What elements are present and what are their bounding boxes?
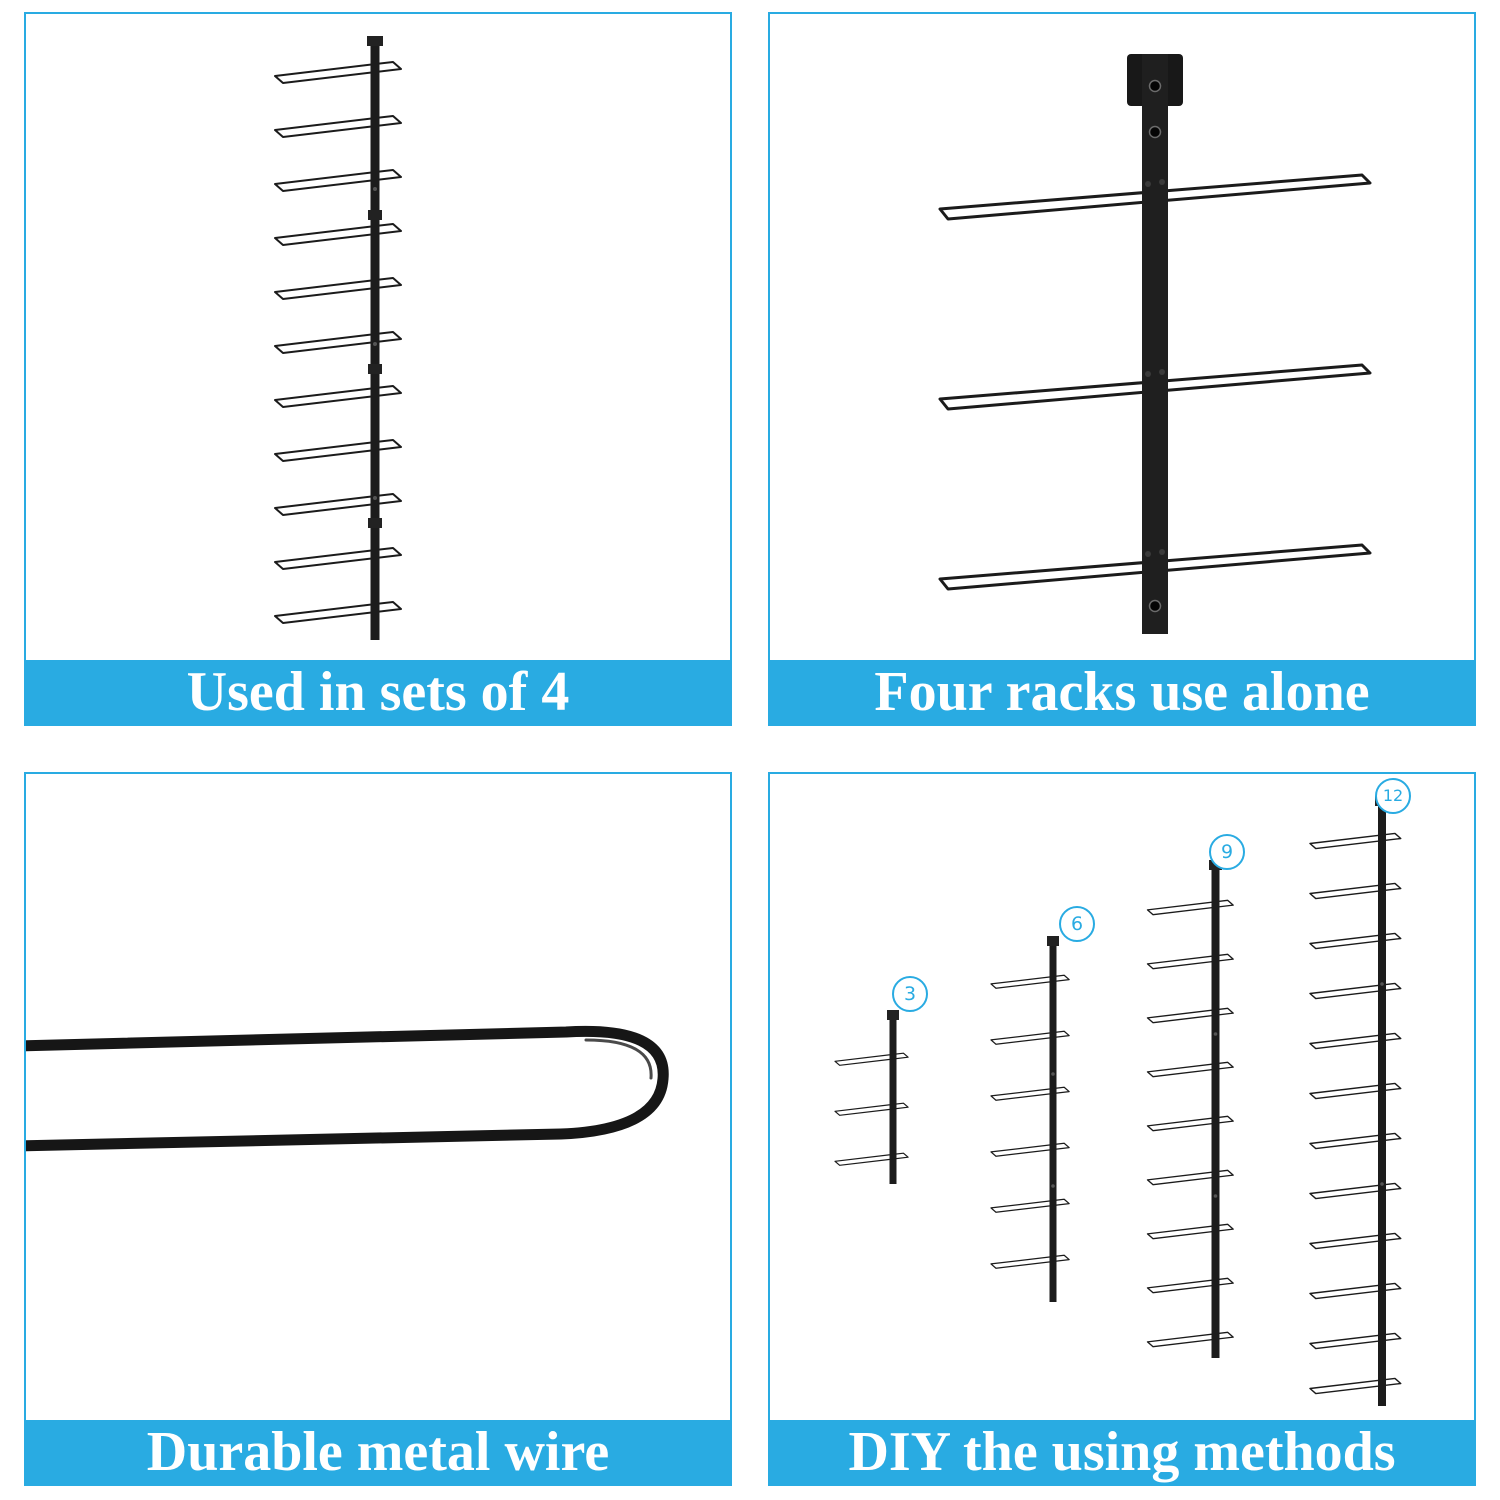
joint-plate bbox=[368, 364, 382, 374]
screw-hole bbox=[1148, 79, 1162, 93]
caption-bar: DIY the using methods bbox=[770, 1420, 1474, 1484]
rack-6-shelves bbox=[990, 936, 1070, 1302]
metal-wire-hairpin bbox=[26, 1025, 669, 1152]
caption-text: Four racks use alone bbox=[874, 661, 1370, 723]
rack-sizes-drawing-icon bbox=[834, 796, 1402, 1406]
wire-closeup-drawing-icon bbox=[26, 1025, 669, 1152]
joint-plate bbox=[368, 518, 382, 528]
size-badge-6: 6 bbox=[1059, 906, 1095, 942]
rack-pole bbox=[370, 36, 380, 640]
single-rack-illustration bbox=[770, 14, 1474, 660]
panel-diy-methods: 3 6 9 12 DIY the using methods bbox=[768, 772, 1476, 1486]
caption-bar: Durable metal wire bbox=[26, 1420, 730, 1484]
size-badge-12: 12 bbox=[1375, 778, 1411, 814]
caption-text: Durable metal wire bbox=[146, 1421, 610, 1483]
panel-four-racks-alone: Four racks use alone bbox=[768, 12, 1476, 726]
tall-rack-drawing-icon bbox=[274, 36, 402, 640]
rack-9-shelves bbox=[1146, 860, 1234, 1358]
wire-shelves bbox=[274, 61, 402, 624]
panel-used-in-sets: Used in sets of 4 bbox=[24, 12, 732, 726]
wire-highlight bbox=[584, 1038, 653, 1080]
wire-closeup-illustration bbox=[26, 774, 730, 1420]
caption-bar: Used in sets of 4 bbox=[26, 660, 730, 724]
rack-3-shelves bbox=[834, 1010, 909, 1184]
caption-text: Used in sets of 4 bbox=[186, 661, 570, 723]
size-badge-3: 3 bbox=[892, 976, 928, 1012]
panel-durable-wire: Durable metal wire bbox=[24, 772, 732, 1486]
joint-plate bbox=[368, 210, 382, 220]
caption-bar: Four racks use alone bbox=[770, 660, 1474, 724]
rack-sizes-illustration: 3 6 9 12 bbox=[770, 774, 1474, 1420]
size-badge-9: 9 bbox=[1209, 834, 1245, 870]
top-bracket bbox=[367, 36, 383, 46]
single-rack-drawing-icon bbox=[938, 54, 1372, 634]
screw-hole bbox=[1148, 599, 1162, 613]
caption-text: DIY the using methods bbox=[848, 1421, 1396, 1483]
rack-12-shelves bbox=[1309, 796, 1402, 1406]
rack-set-of-4-illustration bbox=[26, 14, 730, 660]
rack-pole bbox=[1142, 54, 1168, 634]
screw-hole bbox=[1148, 125, 1162, 139]
